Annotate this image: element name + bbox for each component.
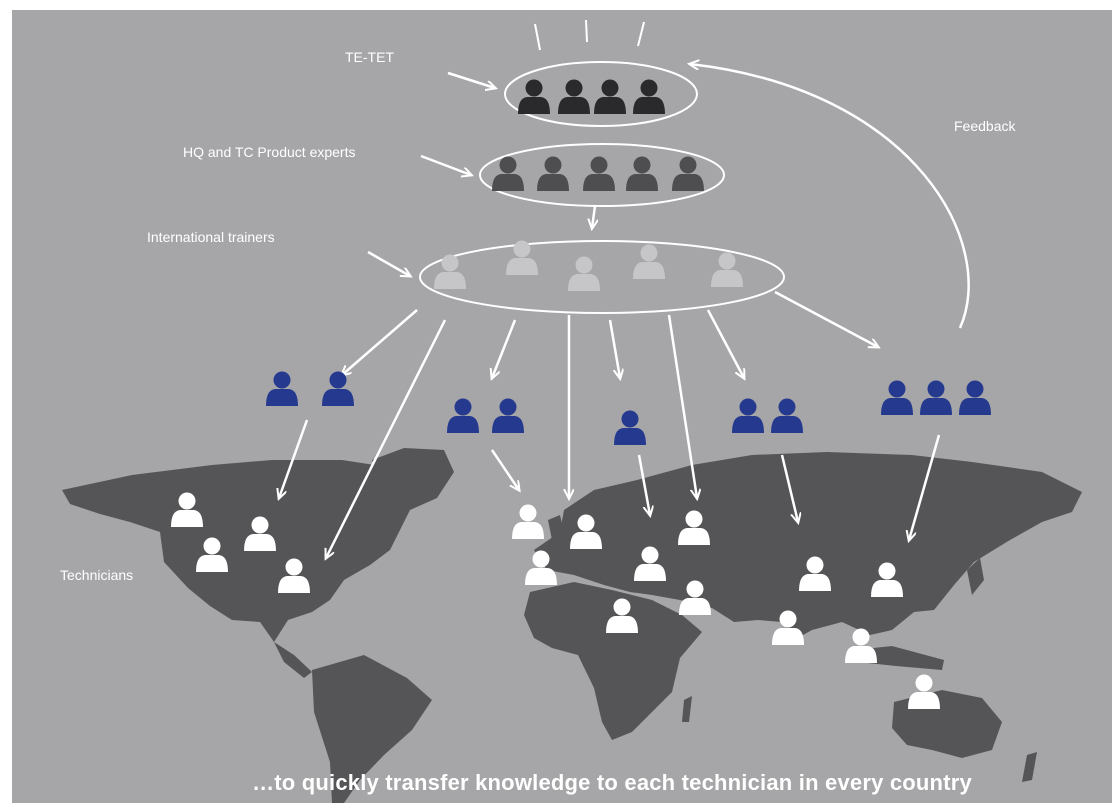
feedback-label: Feedback	[954, 118, 1016, 134]
arrow-local-3-to-technicians	[637, 454, 650, 515]
hq-experts-group-outline	[479, 143, 725, 207]
person-icon	[492, 398, 524, 433]
hq-expert-people	[492, 156, 704, 191]
technicians-label: Technicians	[60, 567, 134, 583]
greenland-shape	[372, 448, 454, 510]
person-icon	[672, 156, 704, 191]
person-icon	[266, 371, 298, 406]
tick-line	[637, 21, 645, 47]
arrow-trainers-to-local-2	[492, 319, 517, 378]
uk-shape	[548, 515, 564, 540]
person-icon	[583, 156, 615, 191]
north-america-shape	[62, 460, 410, 642]
diagram-canvas: TE-TET HQ and TC Product experts Interna…	[12, 10, 1112, 803]
central-america-shape	[274, 642, 312, 678]
eurasia-shape	[534, 452, 1082, 640]
tick-line	[585, 19, 588, 43]
person-icon	[537, 156, 569, 191]
arrow-trainers-to-local-5	[774, 290, 878, 347]
arrow-local-4-to-technicians	[780, 454, 798, 522]
person-icon	[594, 79, 626, 114]
international-trainer-people	[434, 240, 743, 291]
person-icon	[558, 79, 590, 114]
south-america-shape	[312, 655, 432, 803]
person-icon	[711, 252, 743, 287]
person-icon	[568, 256, 600, 291]
international-trainers-group-outline	[419, 240, 785, 314]
hq-experts-label: HQ and TC Product experts	[183, 144, 356, 160]
local-trainer-people	[266, 371, 991, 445]
arrow-to-hq-experts	[420, 154, 471, 175]
international-trainers-label: International trainers	[147, 229, 275, 245]
arrow-trainers-to-local-3	[608, 319, 620, 378]
person-icon	[732, 398, 764, 433]
arrow-hq-to-trainers	[592, 205, 595, 228]
person-icon	[920, 380, 952, 415]
person-icon	[492, 156, 524, 191]
africa-shape	[524, 582, 702, 740]
japan-shape	[967, 558, 984, 595]
arrow-local-5-to-technicians	[909, 434, 941, 540]
arrow-to-international-trainers	[367, 250, 410, 276]
person-icon	[434, 254, 466, 289]
person-icon	[633, 79, 665, 114]
australia-shape	[892, 690, 1002, 758]
arrow-to-te-tet	[447, 71, 495, 88]
te-tet-label: TE-TET	[345, 49, 394, 65]
arrow-local-1-to-technicians	[279, 419, 309, 498]
person-icon	[626, 156, 658, 191]
tick-line	[534, 23, 541, 51]
person-icon	[771, 398, 803, 433]
person-icon	[633, 244, 665, 279]
diagram-scene	[62, 19, 1082, 803]
te-tet-people	[518, 79, 665, 114]
arrow-local-2-to-technicians	[490, 449, 519, 490]
new-zealand-shape	[1022, 752, 1037, 782]
te-tet-group-outline	[504, 61, 698, 127]
arrow-trainers-to-asia	[667, 314, 697, 498]
person-icon	[959, 380, 991, 415]
person-icon	[614, 410, 646, 445]
person-icon	[447, 398, 479, 433]
arrow-trainers-to-local-4	[706, 309, 744, 378]
person-icon	[322, 371, 354, 406]
arrow-trainers-to-north-america	[326, 319, 447, 558]
person-icon	[512, 504, 544, 539]
arrow-trainers-to-local-1	[342, 309, 418, 375]
madagascar-shape	[682, 696, 692, 722]
person-icon	[518, 79, 550, 114]
caption: …to quickly transfer knowledge to each t…	[252, 770, 972, 795]
southeast-asia-islands-shape	[854, 646, 944, 670]
world-map	[62, 448, 1082, 803]
feedback-arrow	[690, 64, 970, 329]
person-icon	[881, 380, 913, 415]
